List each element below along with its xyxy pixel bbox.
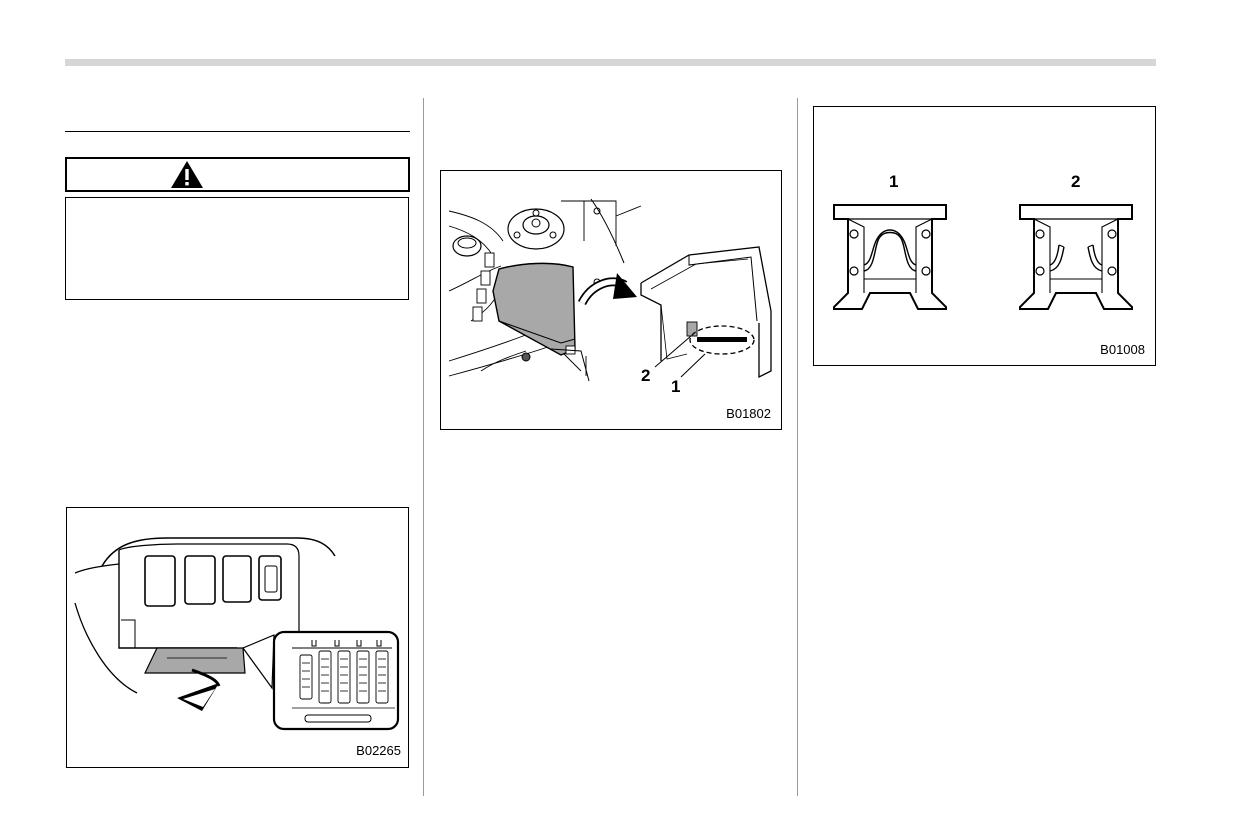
- fuse-label-2: 2: [1071, 172, 1081, 191]
- warning-body: [65, 197, 409, 300]
- figure-fuse-comparison: 1 2 B01008: [813, 106, 1156, 366]
- section-rule: [65, 131, 410, 132]
- column-divider-right: [797, 98, 798, 796]
- figure-code: B01008: [1100, 342, 1145, 357]
- figure-fuse-panel: B02265: [66, 507, 409, 768]
- engine-compartment-illustration: [448, 198, 772, 382]
- column-divider-left: [423, 98, 424, 796]
- fuse-label-1: 1: [889, 172, 899, 191]
- figure-code: B01802: [726, 406, 771, 421]
- warning-header: [65, 157, 410, 192]
- fuse-blown-icon: [1019, 204, 1133, 310]
- figure-engine-compartment: 2 1 B01802: [440, 170, 782, 430]
- warning-triangle-icon: [171, 161, 203, 188]
- fuse-panel-illustration: [74, 537, 400, 731]
- header-rule: [65, 59, 1156, 66]
- callout-1: 1: [671, 377, 681, 396]
- fuse-good-icon: [833, 204, 947, 310]
- callout-2: 2: [641, 366, 651, 385]
- figure-code: B02265: [356, 743, 401, 758]
